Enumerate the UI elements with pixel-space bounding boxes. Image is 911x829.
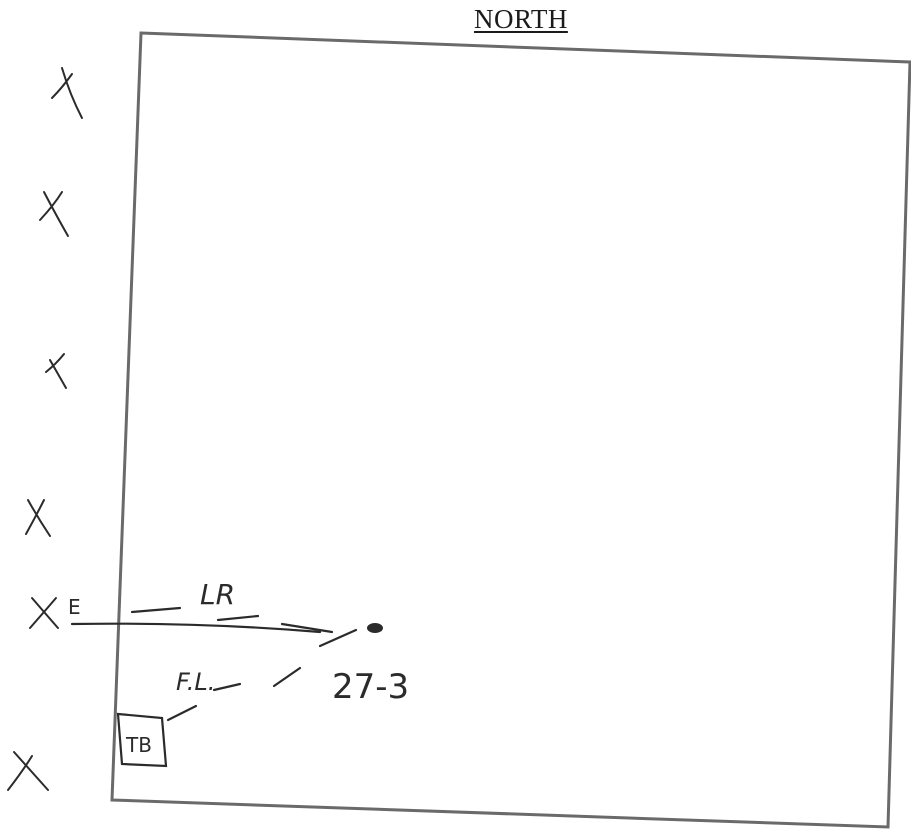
fl-label: F.L. xyxy=(176,668,215,696)
survey-lines xyxy=(70,606,358,722)
lr-label: LR xyxy=(200,578,235,611)
x-marker-6 xyxy=(7,751,49,791)
property-boundary xyxy=(110,31,911,829)
x-markers xyxy=(7,67,83,791)
tb-box xyxy=(116,712,168,768)
diagonal-line xyxy=(318,628,358,648)
tb-leader xyxy=(166,704,198,722)
tb-label: TB xyxy=(125,733,152,757)
edge-marker-label: E xyxy=(68,595,81,619)
x-marker-5 xyxy=(29,597,59,629)
north-heading: NORTH xyxy=(474,4,568,34)
location-dot xyxy=(367,623,383,633)
x-marker-4 xyxy=(25,499,51,537)
lot-number-label: 27-3 xyxy=(332,667,409,707)
baseline xyxy=(70,622,322,634)
x-marker-3 xyxy=(45,353,67,389)
x-marker-1 xyxy=(51,67,83,119)
x-marker-2 xyxy=(39,191,69,237)
